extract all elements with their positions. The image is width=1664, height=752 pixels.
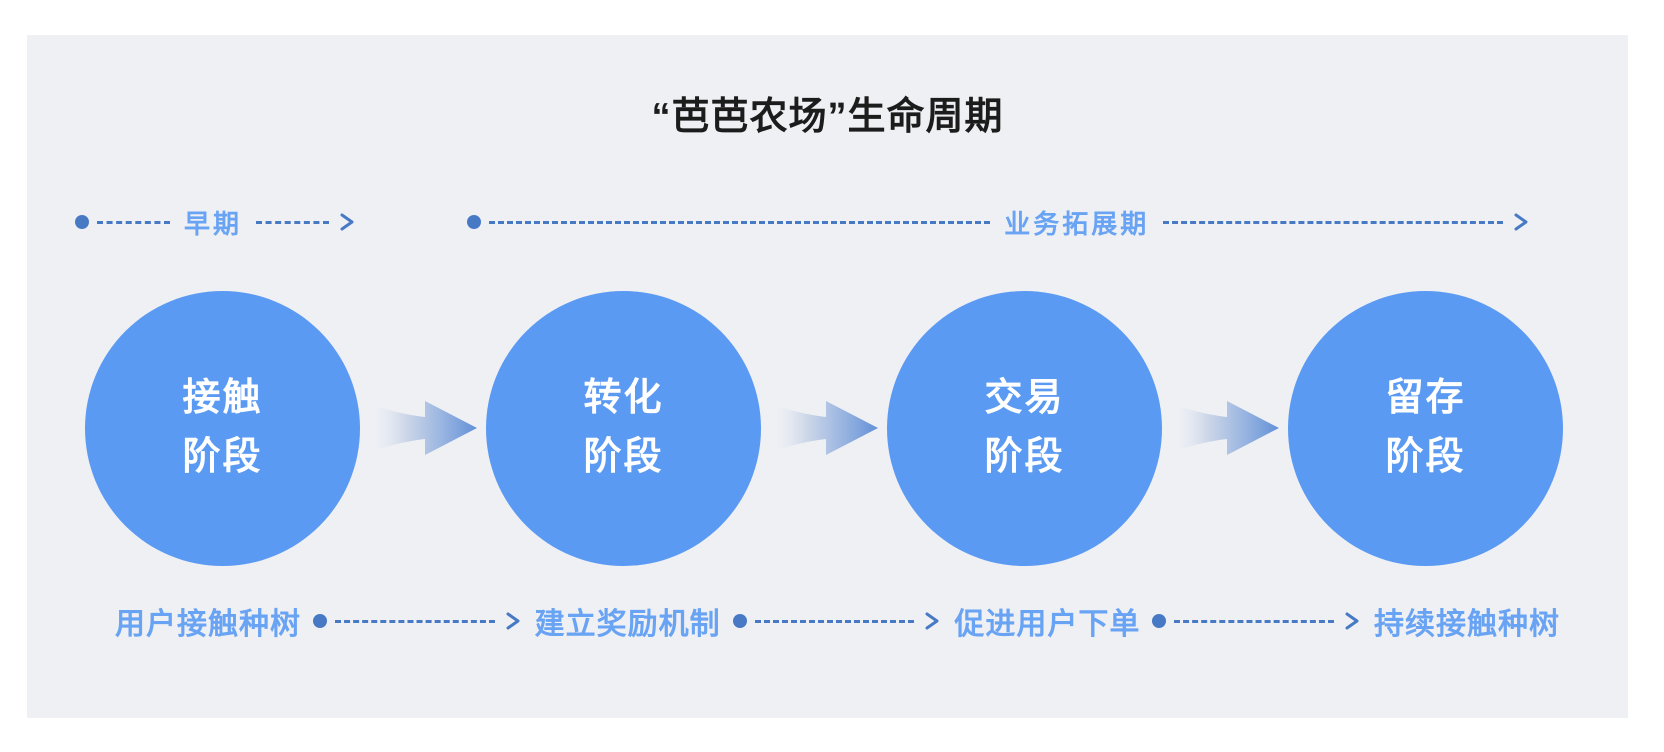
stage-label-line2: 阶段: [1385, 436, 1466, 478]
step-dot-icon: [732, 614, 747, 628]
dashed-line: [97, 220, 170, 224]
stage-circle-transaction: 交易 阶段: [887, 290, 1162, 566]
stage-label-line1: 接触: [182, 377, 263, 420]
stage-label-line2: 阶段: [583, 436, 664, 478]
phase-label-expansion: 业务拓展期: [1004, 208, 1150, 239]
stage-label-line2: 阶段: [984, 436, 1065, 478]
stage-circle-contact: 接触 阶段: [85, 290, 360, 566]
chevron-right-icon: [340, 213, 354, 231]
dashed-line: [335, 619, 495, 623]
dashed-line: [489, 220, 991, 224]
dashed-line: [1163, 220, 1503, 224]
step-connector: [313, 610, 523, 632]
dashed-line: [256, 220, 330, 224]
stages-row: 接触 阶段 转化 阶段 交易 阶段 留存 阶段: [85, 290, 1563, 566]
stage-circle-retention: 留存 阶段: [1288, 290, 1563, 566]
chevron-right-icon: [1345, 612, 1359, 630]
step-connector: [732, 610, 943, 632]
dashed-line: [1174, 619, 1335, 623]
chevron-right-icon: [1514, 213, 1528, 231]
gradient-swoosh-arrow-icon: [768, 401, 878, 455]
dashed-line: [754, 619, 915, 623]
stage-label-line1: 留存: [1385, 377, 1466, 420]
step-label-reward-mechanism: 建立奖励机制: [534, 608, 721, 641]
chevron-right-icon: [506, 612, 520, 630]
stage-label-line1: 交易: [984, 377, 1065, 420]
step-label-promote-orders: 促进用户下单: [954, 608, 1141, 641]
step-dot-icon: [1152, 614, 1167, 628]
stage-label-line1: 转化: [583, 377, 664, 420]
timeline-early-phase: 早期: [75, 207, 357, 239]
steps-row: 用户接触种树 建立奖励机制 促进用户下单 持续接触种树: [115, 601, 1560, 641]
step-label-continue-touch: 持续接触种树: [1374, 608, 1561, 641]
gradient-swoosh-arrow-icon: [1169, 401, 1279, 455]
stage-circle-conversion: 转化 阶段: [486, 290, 761, 566]
gradient-swoosh-arrow-icon: [367, 401, 477, 455]
timeline-start-dot-icon: [467, 215, 481, 229]
chevron-right-icon: [925, 612, 939, 630]
step-label-touch-trees: 用户接触种树: [115, 608, 301, 641]
step-dot-icon: [313, 614, 327, 628]
stage-label-line2: 阶段: [182, 436, 263, 478]
timeline-expansion-phase: 业务拓展期: [467, 207, 1531, 239]
page-title: “芭芭农场”生命周期: [651, 96, 1004, 138]
timeline-start-dot-icon: [75, 215, 89, 229]
step-connector: [1152, 610, 1362, 632]
lifecycle-card: “芭芭农场”生命周期 早期 业务拓展期 接触 阶段 转化 阶段: [27, 35, 1628, 718]
phase-label-early: 早期: [184, 208, 243, 239]
